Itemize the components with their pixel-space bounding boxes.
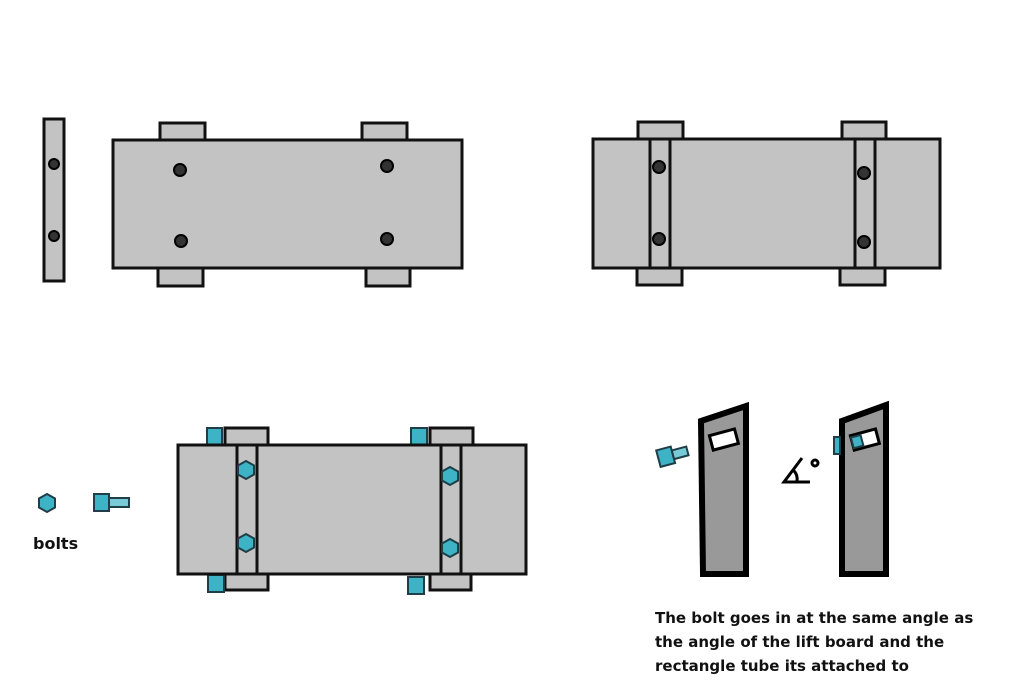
bolt-hole — [380, 232, 394, 246]
lift-board — [591, 137, 942, 270]
tab — [223, 426, 270, 447]
tab — [635, 266, 684, 287]
caption-line: rectangle tube its attached to — [655, 657, 909, 675]
bolt-head-icon — [207, 574, 225, 593]
tab — [428, 426, 475, 447]
bolt-hole — [857, 235, 871, 249]
hex-nut-icon — [38, 492, 56, 514]
lift-board — [111, 138, 464, 270]
lift-board-with-strips — [591, 120, 942, 287]
caption: The bolt goes in at the same angle as th… — [655, 606, 973, 678]
bolt-thread-icon — [108, 497, 130, 508]
bolt-hole — [48, 230, 60, 242]
bolt-hole — [652, 160, 666, 174]
side-bar-view — [42, 117, 66, 283]
tab — [360, 121, 409, 142]
tab — [223, 572, 270, 592]
tab — [840, 120, 888, 141]
strip — [648, 137, 672, 270]
tab — [636, 120, 685, 141]
angled-tube-side-view — [654, 400, 889, 577]
tab — [364, 266, 412, 288]
tab — [156, 266, 205, 288]
bolts-label: bolts — [33, 534, 79, 553]
tab — [428, 572, 473, 592]
hex-nut-icon — [441, 465, 459, 487]
hex-nut-icon — [441, 537, 459, 559]
hex-nut-icon — [237, 532, 255, 554]
bolt-head-icon — [93, 493, 110, 512]
angle-symbol-icon — [781, 457, 820, 484]
bolt-hole — [174, 234, 188, 248]
bolt-hole — [857, 166, 871, 180]
hex-nut-icon — [237, 459, 255, 481]
caption-line: the angle of the lift board and the — [655, 633, 945, 651]
bolt-hole — [173, 163, 187, 177]
side-bar — [42, 117, 66, 283]
bolt-slot — [707, 427, 741, 452]
lift-board-top-view — [111, 121, 464, 288]
bolt-head-icon — [410, 427, 428, 446]
rectangle-tube — [839, 400, 889, 577]
bolt-head-icon — [206, 427, 223, 446]
inserted-bolt-icon — [849, 433, 865, 450]
angled-bolt-icon — [654, 445, 690, 469]
tab — [158, 121, 207, 142]
tab — [838, 266, 887, 287]
bolt-hole — [380, 159, 394, 173]
bolt-head-icon — [407, 576, 425, 595]
assembled-lift-board — [176, 426, 528, 595]
bolt-legend — [38, 492, 130, 514]
lift-board — [176, 443, 528, 576]
bolt-hole — [48, 158, 60, 170]
bolt-hole — [652, 232, 666, 246]
caption-line: The bolt goes in at the same angle as — [655, 609, 974, 627]
bolt-head-icon — [833, 436, 841, 455]
